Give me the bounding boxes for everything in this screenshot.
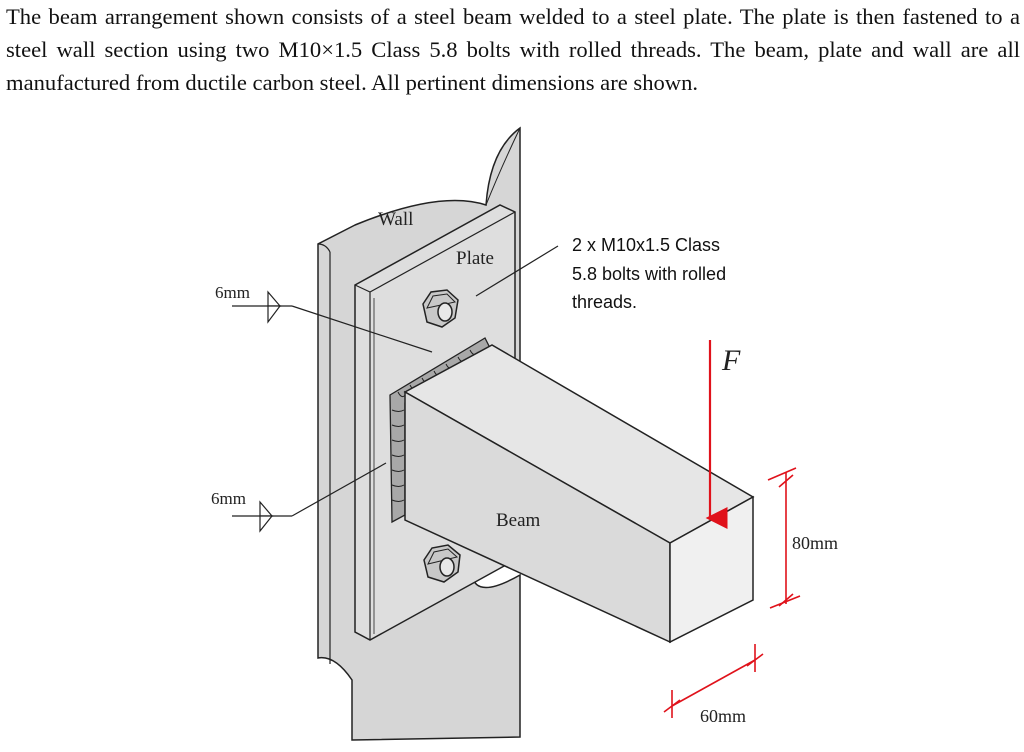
weld-symbol-top: 6mm <box>215 283 433 353</box>
steel-beam <box>403 344 755 644</box>
width-dimension-label: 60mm <box>700 706 746 726</box>
bolt-callout-line-1: 2 x M10x1.5 Class <box>572 235 720 255</box>
wall-label: Wall <box>378 209 413 230</box>
applied-force-F: F <box>705 340 741 529</box>
bottom-bolt-nut <box>423 544 461 583</box>
force-label: F <box>721 344 741 377</box>
plate-label: Plate <box>456 248 494 269</box>
bolt-callout-line-3: threads. <box>572 292 637 312</box>
height-dimension-80mm: 80mm <box>767 467 838 609</box>
bolt-callout-leader <box>475 245 559 297</box>
height-dimension-label: 80mm <box>792 533 838 553</box>
weld-bottom-label: 6mm <box>211 489 246 508</box>
top-bolt-nut <box>422 289 459 328</box>
bolt-callout-text: 2 x M10x1.5 Class 5.8 bolts with rolled … <box>572 235 731 312</box>
weld-symbol-bottom: 6mm <box>211 462 387 533</box>
problem-statement: The beam arrangement shown consists of a… <box>6 4 1020 95</box>
bolt-callout-line-2: 5.8 bolts with rolled <box>572 264 726 284</box>
weld-top-label: 6mm <box>215 283 250 302</box>
width-dimension-60mm: 60mm <box>663 644 764 726</box>
beam-label: Beam <box>496 510 541 531</box>
